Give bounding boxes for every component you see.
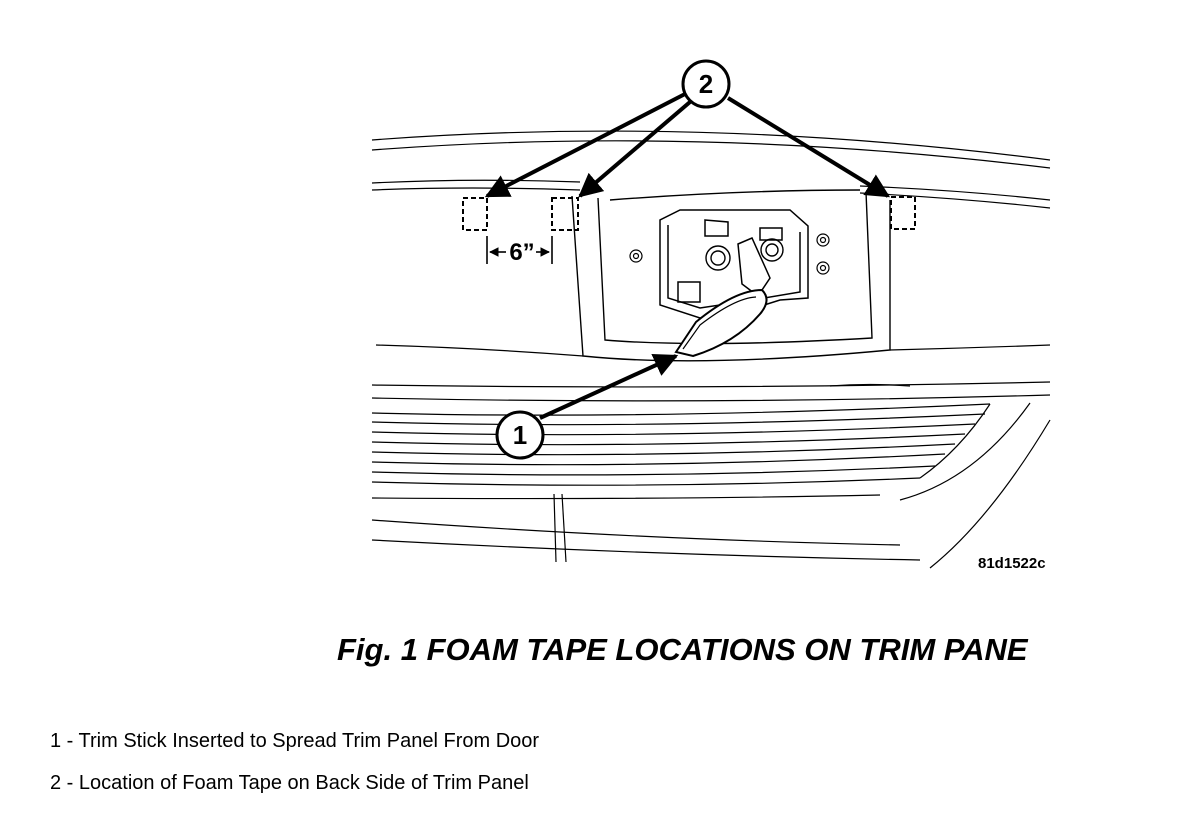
callout-1-number: 1: [513, 420, 527, 450]
foam-tape-marker: [462, 196, 916, 231]
dimension-6-inch: [486, 236, 553, 264]
screw-icon: [629, 233, 830, 275]
leader-arrows: [484, 92, 891, 420]
drawing-code: 81d1522c: [978, 555, 1046, 572]
legend-item-1: 1 - Trim Stick Inserted to Spread Trim P…: [50, 730, 540, 752]
callout-2-number: 2: [699, 69, 713, 99]
legend-item-2: 2 - Location of Foam Tape on Back Side o…: [50, 772, 529, 794]
figure-caption: Fig. 1 FOAM TAPE LOCATIONS ON TRIM PANE: [337, 632, 1028, 667]
trim-stick: [674, 288, 768, 358]
upper-panel-lines: [371, 130, 1051, 209]
callout-1: 1: [495, 410, 545, 460]
latch-holes: [705, 238, 784, 271]
callout-2: 2: [681, 59, 731, 109]
lower-panel-lines: [371, 402, 1051, 569]
mid-panel-lines: [371, 344, 1051, 402]
trim-panel-diagram: 6” 1 2 81d1522c: [371, 59, 1051, 572]
dimension-label: 6”: [509, 239, 534, 266]
